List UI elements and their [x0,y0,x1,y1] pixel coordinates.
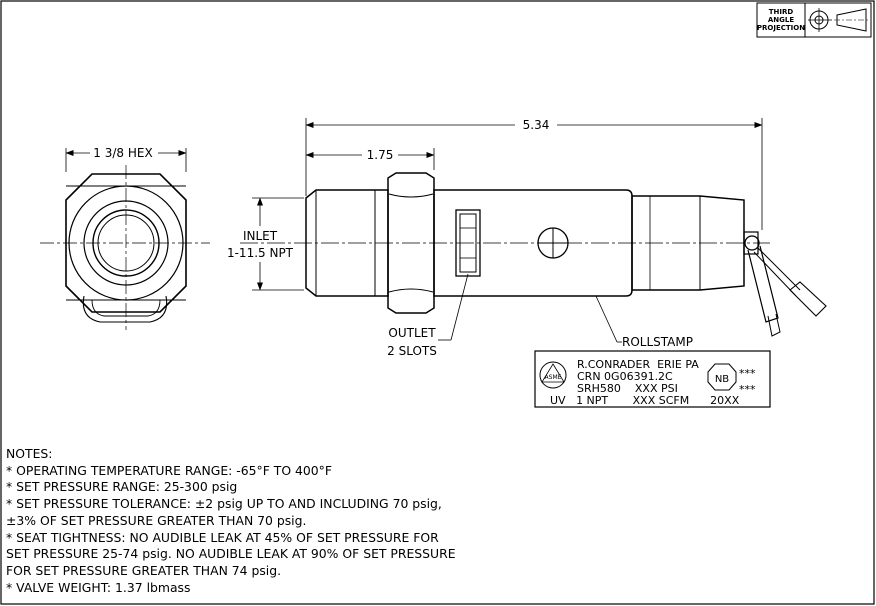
projection-symbol: THIRD ANGLE PROJECTION [756,2,872,38]
outlet-label-1: OUTLET [388,326,436,340]
overall-length-label: 5.34 [523,118,550,132]
projection-label-1: THIRD [769,8,794,16]
stamp-line-1: R.CONRADER ERIE PA [577,358,699,371]
notes-block: NOTES: * OPERATING TEMPERATURE RANGE: -6… [6,446,566,596]
note-line: FOR SET PRESSURE GREATER THAN 74 psig. [6,562,282,578]
hex-dimension-label: 1 3/8 HEX [93,146,152,160]
stamp-stars-2: *** [739,383,756,396]
note-line: * SET PRESSURE TOLERANCE: ±2 psig UP TO … [6,496,442,512]
note-line: * SEAT TIGHTNESS: NO AUDIBLE LEAK AT 45%… [6,529,439,545]
note-line: * VALVE WEIGHT: 1.37 lbmass [6,579,191,595]
nb-symbol: NB [715,374,729,385]
outlet-label-2: 2 SLOTS [387,344,437,358]
rollstamp-label: ROLLSTAMP [622,335,693,349]
side-view-dimensions: 5.34 1.75 INLET 1-11.5 NPT [227,118,763,291]
hex-end-view: 1 3/8 HEX [40,146,210,330]
note-line: * OPERATING TEMPERATURE RANGE: -65°F TO … [6,462,332,478]
stamp-line-3: SRH580 XXX PSI [577,382,678,395]
leaders: OUTLET 2 SLOTS ROLLSTAMP [387,273,693,358]
note-line: * SET PRESSURE RANGE: 25-300 psig [6,479,238,495]
note-line: SET PRESSURE 25-74 psig. NO AUDIBLE LEAK… [6,546,456,562]
projection-label-2: ANGLE [768,16,794,24]
rollstamp-box: ASME NB *** *** R.CONRADER ERIE PA CRN 0… [534,350,771,408]
stamp-line-4: UV 1 NPT XXX SCFM 20XX [550,394,740,407]
note-line: ±3% OF SET PRESSURE GREATER THAN 70 psig… [6,512,307,528]
stamp-line-2: CRN 0G06391.2C [577,370,673,383]
stamp-stars-1: *** [739,367,756,380]
inlet-label-2: 1-11.5 NPT [227,246,294,260]
inlet-label-1: INLET [243,229,278,243]
valve-side-view [240,172,827,337]
partial-length-label: 1.75 [367,148,394,162]
notes-title: NOTES: [6,446,53,461]
asme-symbol: ASME [545,374,562,381]
projection-label-3: PROJECTION [757,24,805,32]
